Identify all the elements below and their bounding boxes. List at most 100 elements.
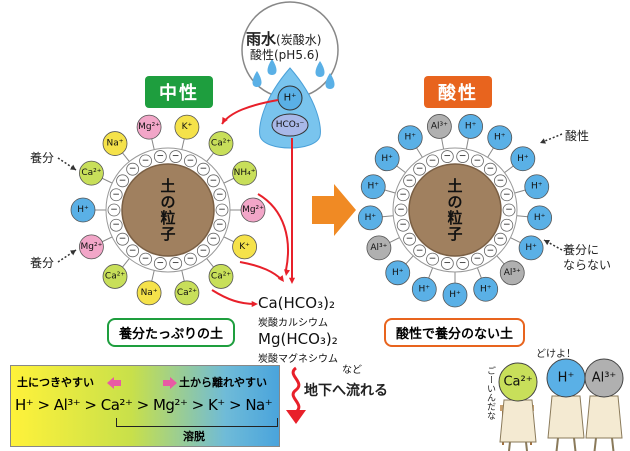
rain-hco3-ion-label: HCO₃⁻ — [276, 120, 305, 130]
acidic-minus-sign-17: − — [459, 152, 467, 162]
neutral-minus-sign-6: − — [157, 258, 165, 268]
neutral-ion-label-11: Ca²⁺ — [81, 168, 101, 178]
neutral-minus-charge-8 — [126, 244, 140, 258]
acidic-minus-sign-9: − — [406, 234, 414, 244]
arrow-mg-out — [257, 193, 289, 271]
sticks-to-soil-label: 土につきやすい — [17, 376, 94, 389]
acidic-ion-16 — [426, 114, 452, 139]
neutral-ion-label-10: H⁺ — [77, 205, 89, 215]
acidic-caption: 酸性で養分のない土 — [384, 318, 526, 347]
acidic-minus-charge-15 — [426, 154, 439, 168]
acidic-ion-label-8: H⁺ — [449, 290, 461, 300]
neutral-minus-charge-6 — [153, 257, 167, 270]
neutral-minus-sign-8: − — [129, 246, 137, 256]
acidic-ion-label-4: H⁺ — [534, 213, 546, 223]
neutral-minus-sign-11: − — [110, 205, 118, 215]
leaching-bracket — [116, 418, 278, 427]
not-nutrient-pointer-head — [544, 240, 550, 246]
cartoon-ca-leg-l — [507, 441, 511, 451]
acidic-ion-label-6: Al³⁺ — [504, 268, 521, 278]
acidic-ion-0 — [458, 114, 484, 139]
neutral-particle-text-3: 子 — [160, 225, 175, 243]
right-pink-arrow — [163, 374, 177, 389]
acidic-ion-label-3: H⁺ — [531, 182, 543, 192]
acidic-minus-charge-3 — [483, 244, 497, 258]
acidic-minus-sign-6: − — [444, 258, 452, 268]
acidic-minus-sign-11: − — [397, 205, 405, 215]
neutral-ion-12 — [102, 131, 128, 156]
neutral-ion-label-0: K⁺ — [182, 122, 193, 132]
acidic-minus-charge-7 — [426, 252, 439, 266]
acidic-particle-text-2: 粒 — [447, 209, 462, 227]
acidic-ion-5 — [518, 235, 544, 261]
neutral-minus-sign-5: − — [172, 258, 180, 268]
product-mg-name: 炭酸マグネシウム — [258, 354, 338, 365]
acidic-minus-charge-9 — [403, 232, 416, 246]
acidic-ion-4 — [527, 205, 553, 231]
acidic-minus-charge-0 — [502, 203, 516, 217]
rain-hco3-ion — [271, 113, 309, 137]
neutral-minus-sign-15: − — [142, 156, 150, 166]
acidic-minus-charge-19 — [483, 162, 497, 176]
neutral-minus-sign-4: − — [187, 254, 195, 264]
acidic-minus-sign-0: − — [505, 205, 513, 215]
cartoon-al-leg-r — [611, 437, 615, 451]
acid-label: 酸性 — [565, 129, 590, 143]
acidic-minus-sign-13: − — [406, 176, 414, 186]
acidic-ion-label-2: H⁺ — [517, 154, 529, 164]
raindrop-icon-2 — [315, 61, 325, 77]
acidic-minus-charge-14 — [413, 162, 427, 176]
neutral-minus-charge-13 — [116, 174, 129, 188]
neutral-minus-charge-20 — [207, 174, 220, 188]
arrow-mg-out-head — [284, 269, 291, 276]
raindrop-icon-1 — [267, 59, 277, 75]
speech-h: どけよ！ — [536, 349, 576, 360]
acidic-ion-label-15: H⁺ — [404, 133, 416, 143]
neutral-ion-2 — [232, 160, 257, 186]
neutral-minus-sign-1: − — [216, 220, 224, 230]
neutral-ion-label-9: Mg²⁺ — [80, 242, 102, 252]
acidic-minus-sign-1: − — [503, 220, 511, 230]
neutral-minus-sign-12: − — [112, 190, 120, 200]
acidic-ion-label-0: H⁺ — [465, 121, 477, 131]
neutral-ion-13 — [136, 114, 162, 140]
acidic-ion-label-5: H⁺ — [525, 243, 537, 253]
neutral-ion-6 — [174, 280, 200, 306]
acidic-minus-charge-1 — [500, 218, 514, 232]
arrow-hco3-down-head — [288, 277, 296, 284]
acidic-minus-charge-17 — [456, 150, 470, 163]
cartoon-al-body — [585, 395, 623, 439]
nutrient-label-upper: 養分 — [30, 151, 55, 165]
neutral-minus-charge-4 — [184, 252, 197, 266]
acidic-minus-sign-2: − — [497, 234, 505, 244]
neutral-particle-text-2: 粒 — [160, 209, 175, 227]
neutral-minus-sign-21: − — [216, 190, 224, 200]
cartoon-al-leg-l — [593, 437, 597, 451]
speech-ca: ごーいんだな — [485, 366, 495, 420]
cartoon-ca-head — [498, 362, 538, 402]
neutral-minus-charge-3 — [196, 244, 210, 258]
acidic-ion-11 — [366, 235, 392, 261]
acidic-ion-label-14: H⁺ — [381, 154, 393, 164]
cartoon-h-leg-l — [555, 437, 559, 451]
neutral-ion-label-5: Ca²⁺ — [211, 271, 231, 281]
acidic-ion-12 — [357, 205, 383, 231]
neutral-minus-charge-5 — [169, 257, 183, 270]
neutral-minus-sign-10: − — [112, 220, 120, 230]
neutral-ion-0 — [174, 114, 200, 140]
cartoon-ca-leg-r — [525, 441, 529, 451]
acidic-minus-charge-16 — [440, 150, 454, 163]
acidic-minus-charge-4 — [471, 252, 484, 266]
arrow-ca2-out — [211, 289, 257, 305]
neutral-minus-charge-18 — [184, 154, 197, 168]
acidic-soil-particle — [408, 163, 502, 257]
not-nutrient-label: 養分に ならない — [563, 243, 612, 272]
cartoon-ca-body — [499, 399, 537, 443]
acidic-minus-sign-7: − — [429, 254, 437, 264]
neutral-minus-sign-14: − — [129, 164, 137, 174]
acidic-particle-text-3: 子 — [447, 225, 462, 243]
neutral-minus-charge-16 — [153, 150, 167, 163]
acidic-ion-label-9: H⁺ — [419, 284, 431, 294]
underground-arrow-head — [286, 410, 306, 424]
neutral-particle-text-0: 土 — [160, 177, 175, 195]
